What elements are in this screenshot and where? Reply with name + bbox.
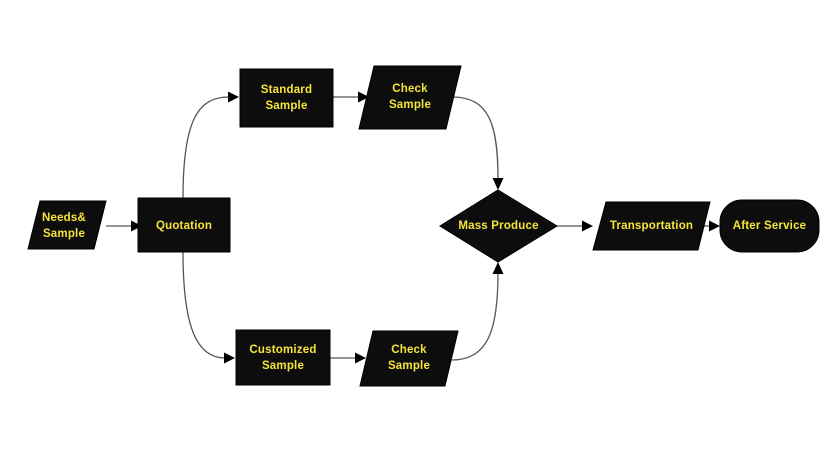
- parallelogram-shape[interactable]: [592, 201, 711, 251]
- edge-line: [451, 272, 499, 361]
- edge-mass-to-transportation: [557, 220, 593, 232]
- node-check-sample-top[interactable]: Check Sample: [358, 65, 462, 130]
- edge-line: [182, 96, 230, 199]
- arrow-head-icon: [582, 220, 593, 232]
- edge-quotation-to-standard: [182, 91, 239, 199]
- node-label-line1: After Service: [733, 220, 807, 232]
- node-label-line2: Sample: [43, 228, 85, 240]
- node-label-line1: Mass Produce: [458, 220, 538, 232]
- edge-check-top-to-mass: [451, 96, 504, 190]
- node-mass-produce[interactable]: Mass Produce: [439, 189, 558, 263]
- node-label-line1: Needs&: [42, 212, 86, 224]
- edge-customized-to-check-bottom: [330, 352, 366, 364]
- edge-standard-to-check-top: [333, 91, 369, 103]
- arrow-head-icon: [131, 220, 142, 232]
- edge-quotation-to-customized: [182, 251, 235, 364]
- arrow-head-icon: [224, 352, 235, 364]
- arrow-head-icon: [492, 262, 504, 274]
- node-label-line1: Check: [391, 344, 427, 356]
- rounded-rectangle-shape[interactable]: [719, 199, 820, 253]
- node-label-line1: Transportation: [610, 220, 693, 232]
- node-quotation[interactable]: Quotation: [137, 197, 231, 253]
- node-label-line1: Check: [392, 83, 428, 95]
- edge-line: [451, 96, 499, 180]
- node-check-sample-bottom[interactable]: Check Sample: [359, 330, 459, 387]
- node-needs-sample[interactable]: Needs& Sample: [27, 200, 107, 250]
- arrow-head-icon: [228, 91, 239, 103]
- connector-layer: [106, 91, 720, 364]
- node-label-line2: Sample: [388, 360, 430, 372]
- arrow-head-icon: [358, 91, 369, 103]
- diamond-shape[interactable]: [439, 189, 558, 263]
- edge-needs-to-quotation: [106, 220, 142, 232]
- node-label-line2: Sample: [389, 99, 431, 111]
- arrow-head-icon: [355, 352, 366, 364]
- arrow-head-icon: [492, 178, 504, 190]
- node-transportation[interactable]: Transportation: [592, 201, 711, 251]
- rectangle-shape[interactable]: [137, 197, 231, 253]
- node-standard-sample[interactable]: Standard Sample: [239, 68, 334, 128]
- parallelogram-shape[interactable]: [359, 330, 459, 387]
- rectangle-shape[interactable]: [235, 329, 331, 386]
- node-customized-sample[interactable]: Customized Sample: [235, 329, 331, 386]
- node-label-line1: Customized: [249, 344, 316, 356]
- node-label-line1: Quotation: [156, 220, 212, 232]
- rectangle-shape[interactable]: [239, 68, 334, 128]
- parallelogram-shape[interactable]: [358, 65, 462, 130]
- node-label-line2: Sample: [262, 360, 304, 372]
- arrow-head-icon: [709, 220, 720, 232]
- edge-check-bottom-to-mass: [451, 262, 504, 361]
- parallelogram-shape[interactable]: [27, 200, 107, 250]
- edge-line: [182, 251, 226, 359]
- node-label-line1: Standard: [261, 84, 312, 96]
- node-after-service[interactable]: After Service: [719, 199, 820, 253]
- node-label-line2: Sample: [265, 100, 307, 112]
